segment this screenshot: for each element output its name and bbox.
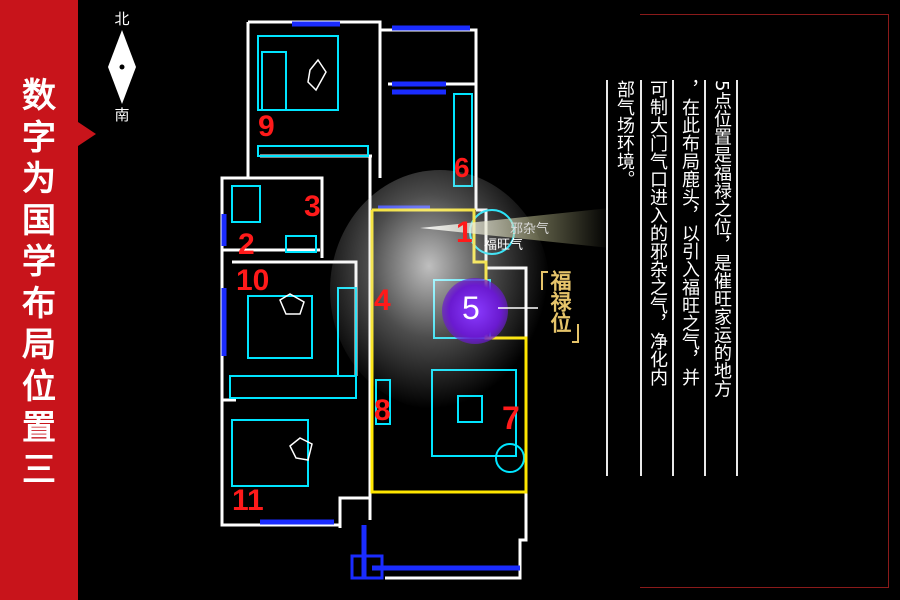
title-char: 国 [22, 200, 56, 241]
divider-line [736, 80, 738, 476]
room-number-10: 10 [236, 264, 270, 297]
divider-line [606, 80, 608, 476]
fulu-position-marker [442, 278, 508, 344]
title-char: 三 [22, 449, 56, 490]
room-number-2: 2 [238, 228, 255, 261]
title-char: 数 [22, 76, 56, 116]
compass-north-label: 北 [114, 10, 130, 28]
title-char: 学 [22, 242, 56, 282]
title-char: 局 [22, 325, 56, 365]
room-number-9: 9 [258, 110, 275, 143]
room-number-4: 4 [374, 284, 391, 317]
fulu-pointer-line [498, 307, 538, 309]
room-number-5: 5 [462, 290, 480, 326]
compass-south-label: 南 [114, 106, 130, 124]
light-glow [330, 170, 550, 410]
description-col-4: 部气场环境。 [614, 80, 635, 188]
divider-line [704, 80, 706, 476]
room-number-8: 8 [374, 394, 391, 427]
title-char: 布 [22, 283, 56, 324]
description-col-1: 5点位置是福禄之位，是催旺家运的地方 [711, 80, 732, 398]
sidebar [0, 0, 78, 600]
description-col-2: ，在此布局鹿头，以引入福旺之气，并 [679, 80, 700, 386]
title-char: 字 [22, 117, 56, 158]
room-number-6: 6 [454, 152, 470, 183]
room-number-11: 11 [232, 484, 264, 517]
room-number-7: 7 [502, 400, 520, 436]
decorative-frame [640, 14, 889, 588]
good-qi-label: 福旺气 [484, 238, 524, 253]
description-col-3: 可制大门气口进入的邪杂之气，净化内 [647, 80, 668, 386]
title-char: 置 [22, 408, 56, 448]
room-number-3: 3 [304, 190, 321, 223]
room-number-1: 1 [456, 216, 473, 249]
sidebar-title: 数 字 为 国 学 布 局 位 置 三 [0, 76, 78, 491]
evil-qi-label: 邪杂气 [510, 222, 550, 237]
divider-line [672, 80, 674, 476]
title-char: 为 [22, 159, 56, 199]
fulu-bracket [541, 271, 579, 343]
sidebar-arrow-tab [78, 122, 96, 146]
divider-line [640, 80, 642, 476]
compass-icon [108, 30, 136, 104]
fulu-label: 福禄位 [548, 270, 573, 333]
title-char: 位 [22, 366, 56, 407]
